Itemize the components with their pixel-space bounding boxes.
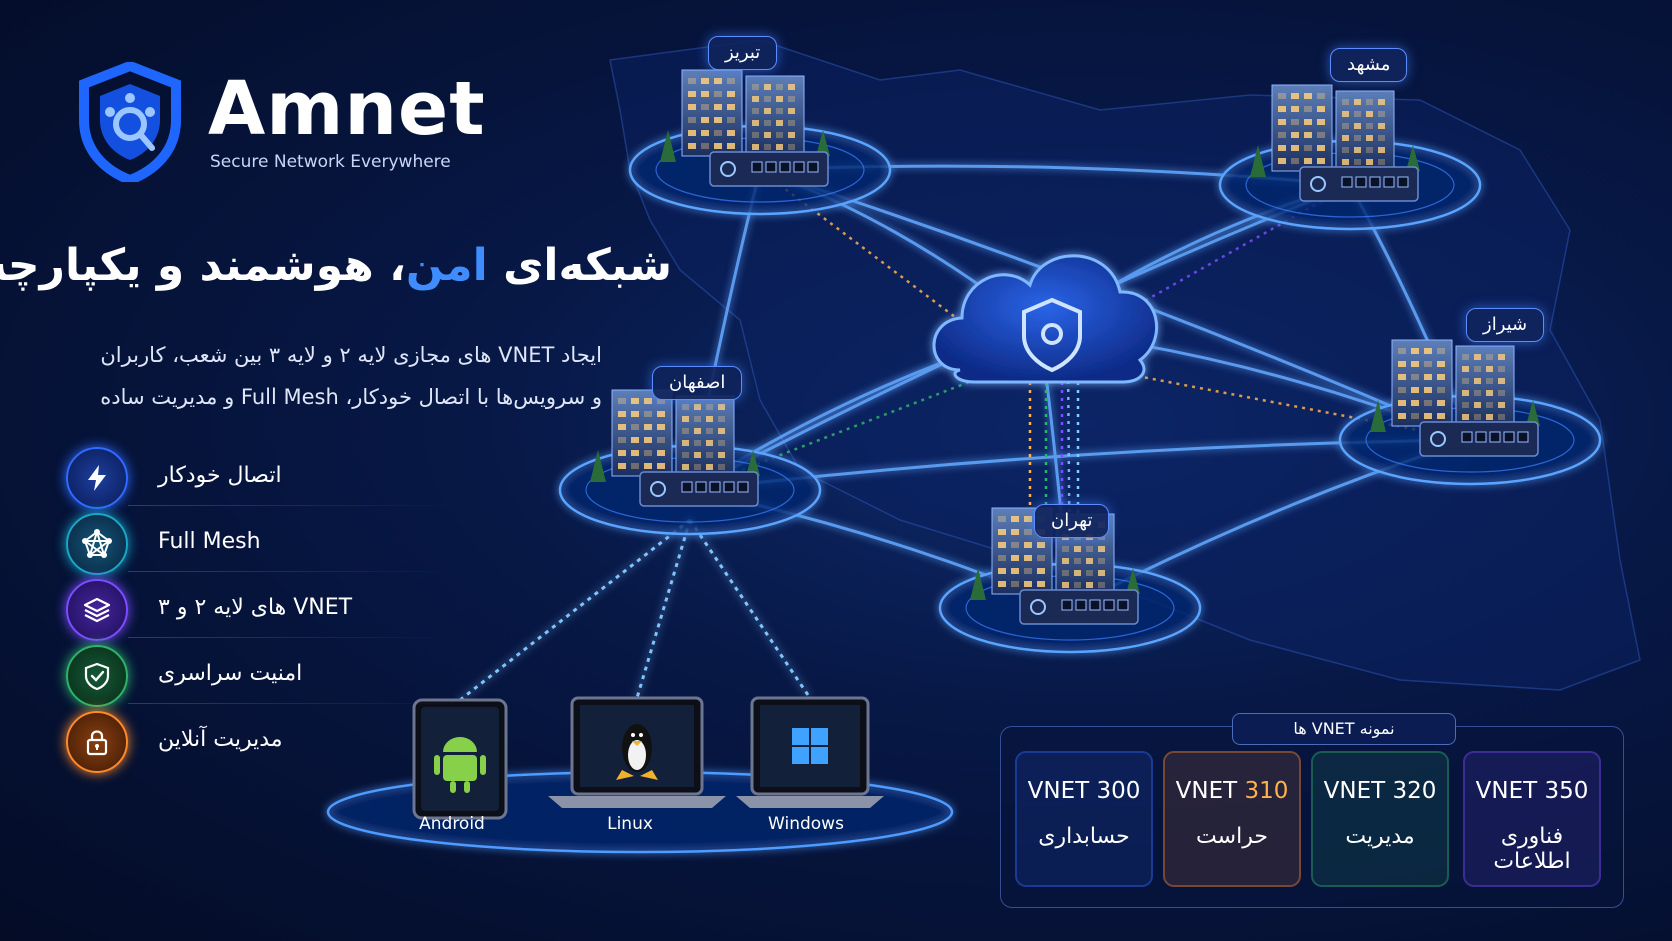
city-label-tehran: تهران — [1034, 504, 1110, 538]
site-mashhad-icon — [1218, 84, 1482, 231]
description-line-1: ایجاد VNET های مجازی لایه ۲ و لایه ۳ بین… — [100, 343, 602, 367]
site-shiraz-icon — [1338, 339, 1602, 486]
linux-laptop-icon — [548, 696, 726, 808]
feature-label: Full Mesh — [158, 529, 261, 554]
description: ایجاد VNET های مجازی لایه ۲ و لایه ۳ بین… — [42, 334, 602, 418]
windows-laptop-icon — [736, 696, 884, 808]
site-tabriz-icon — [628, 69, 892, 216]
feature-icon-circle — [66, 447, 128, 509]
vnet-card-310: VNET 310 حراست — [1164, 752, 1300, 886]
lightning-icon — [88, 465, 106, 491]
vnet-department: حسابداری — [1038, 824, 1130, 849]
feature-label: اتصال خودکار — [158, 463, 282, 488]
feature-item-auto-connect: اتصال خودکار — [66, 447, 458, 513]
android-tablet-icon — [412, 698, 508, 820]
city-label-shiraz: شیراز — [1466, 308, 1545, 342]
headline-highlight: امن — [405, 240, 488, 291]
vnet-code: VNET 300 — [1027, 778, 1141, 804]
vnet-department: فناوری اطلاعات — [1493, 824, 1571, 874]
feature-item-security: امنیت سراسری — [66, 645, 458, 711]
vnet-code: VNET 310 — [1175, 778, 1289, 804]
city-label-mashhad: مشهد — [1330, 48, 1408, 82]
vnet-code: VNET 350 — [1475, 778, 1589, 804]
feature-label: VNET های لایه ۲ و ۳ — [158, 595, 353, 620]
vnet-card-350: VNET 350 فناوری اطلاعات — [1464, 752, 1600, 886]
feature-item-online-management: مدیریت آنلاین — [66, 711, 426, 777]
vnet-card-320: VNET 320 مدیریت — [1312, 752, 1448, 886]
headline-part1: شبکه‌ای — [503, 240, 672, 291]
description-line-2: و سرویس‌ها با اتصال خودکار، Full Mesh و … — [100, 385, 602, 409]
lock-icon — [86, 730, 108, 756]
vnet-examples-panel — [1000, 726, 1624, 908]
mesh-icon — [82, 529, 112, 558]
feature-item-vnet-layers: VNET های لایه ۲ و ۳ — [66, 579, 458, 645]
brand: Amnet Secure Network Everywhere — [76, 62, 496, 182]
layers-icon — [83, 597, 111, 623]
feature-item-full-mesh: Full Mesh — [66, 513, 458, 579]
feature-icon-circle — [66, 645, 128, 707]
city-label-tabriz: تبریز — [708, 36, 778, 70]
vnet-department: حراست — [1196, 824, 1268, 849]
device-label-android: Android — [419, 814, 485, 834]
vnet-panel-title: نمونه VNET ها — [1232, 713, 1456, 745]
vnet-department: مدیریت — [1345, 824, 1415, 849]
device-label-linux: Linux — [607, 814, 653, 834]
amnet-shield-logo-icon — [79, 62, 181, 182]
device-label-windows: Windows — [768, 814, 844, 834]
site-isfahan-icon — [558, 389, 822, 536]
city-label-isfahan: اصفهان — [652, 366, 743, 400]
cloud-icon — [932, 254, 1159, 384]
feature-icon-circle — [66, 711, 128, 773]
headline: شبکه‌ای امن، هوشمند و یکپارچه — [0, 240, 672, 291]
shield-check-icon — [84, 662, 110, 691]
feature-icon-circle — [66, 513, 128, 575]
feature-list: اتصال خودکار Full Mesh VNET های لایه ۲ و… — [66, 447, 458, 777]
feature-label: مدیریت آنلاین — [158, 727, 283, 752]
brand-name: Amnet — [208, 66, 486, 152]
vnet-code: VNET 320 — [1323, 778, 1437, 804]
headline-part2: ، هوشمند و یکپارچه — [0, 240, 406, 291]
vnet-card-300: VNET 300 حسابداری — [1016, 752, 1152, 886]
feature-icon-circle — [66, 579, 128, 641]
brand-tagline: Secure Network Everywhere — [210, 152, 451, 172]
feature-label: امنیت سراسری — [158, 661, 303, 686]
